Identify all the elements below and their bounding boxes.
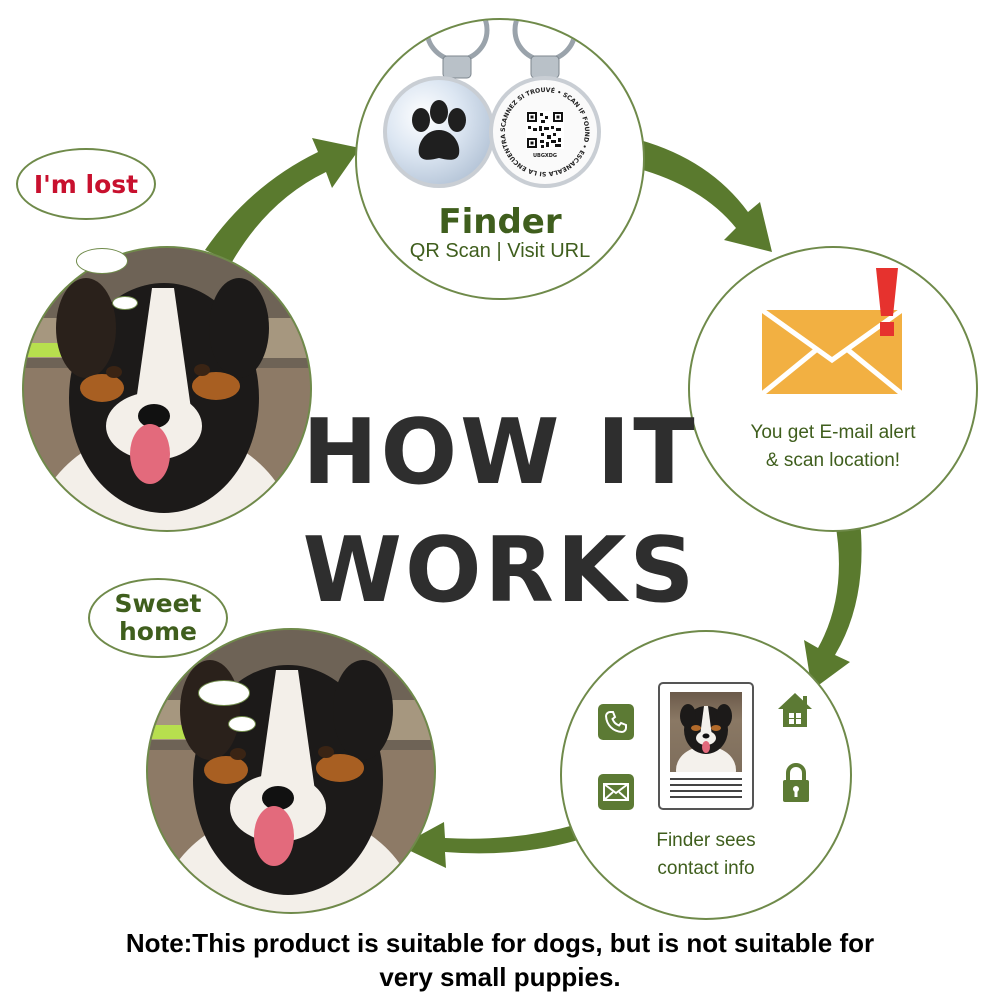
contact-text-line1: Finder sees [656,830,756,851]
house-icon [776,690,814,730]
email-step-circle: You get E-mail alert & scan location! [688,246,978,532]
lost-dog-photo [22,246,312,532]
home-thought-bubble: Sweet home [88,578,228,658]
finder-step-circle: SCANNEZ SI TROUVÉ • SCAN IF FOUND • ESCA… [355,18,645,300]
lost-bubble-text: I'm lost [33,170,139,199]
arrow-to-contact [804,520,862,690]
home-dog-photo [146,628,436,914]
home-bubble-line2: home [119,617,197,646]
home-bubble-dot-small [228,716,256,732]
lock-icon [780,762,812,804]
lost-thought-bubble: I'm lost [16,148,156,220]
qr-code-icon: SCANNEZ SI TROUVÉ • SCAN IF FOUND • ESCA… [493,80,590,177]
contact-card-photo [670,692,742,772]
qr-tag: SCANNEZ SI TROUVÉ • SCAN IF FOUND • ESCA… [489,76,601,188]
title-line1: HOW IT [302,400,698,505]
arrow-to-home [400,822,585,868]
finder-subtitle: QR Scan | Visit URL [409,240,591,262]
paw-tag [383,76,495,188]
email-alert-line1: You get E-mail alert [750,422,916,443]
title-line2: WORKS [302,518,698,623]
note-line1: Note:This product is suitable for dogs, … [125,928,875,958]
home-bubble-dot-large [198,680,250,706]
contact-step-circle: Finder sees contact info [560,630,852,920]
home-bubble-line1: Sweet [114,589,202,618]
note-line2: very small puppies. [379,962,621,992]
finder-title: Finder [438,202,562,242]
paw-icon [412,100,466,160]
lost-bubble-dot-small [112,296,138,310]
lost-bubble-dot-large [76,248,128,274]
tag-code: UBGXDG [533,153,557,159]
product-note: Note:This product is suitable for dogs, … [20,926,980,994]
envelope-icon [760,307,904,396]
contact-text-line2: contact info [657,858,755,879]
exclamation-icon [876,268,898,336]
arrow-to-finder [205,138,360,262]
arrow-to-email [636,140,772,252]
email-alert-line2: & scan location! [765,450,901,471]
mail-icon [598,774,634,810]
phone-icon [598,704,634,740]
contact-card [658,682,754,810]
